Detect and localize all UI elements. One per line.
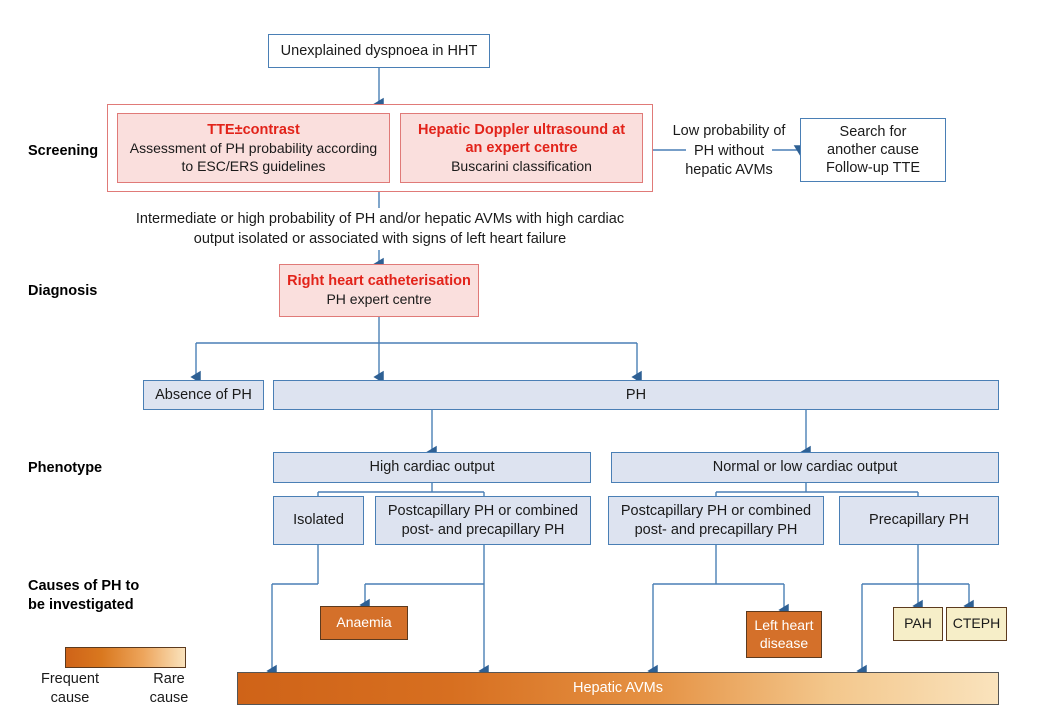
diagnosis-rhc-title: Right heart catheterisation (287, 273, 471, 290)
stage-label-causes: Causes of PH to be investigated (28, 578, 140, 613)
screening-tte-detail: Assessment of PH probability according t… (129, 139, 378, 175)
cause-left-heart-disease-label: Left heart disease (754, 617, 814, 651)
screening-doppler-box[interactable]: Hepatic Doppler ultrasound at an expert … (400, 113, 643, 183)
screening-doppler-detail: Buscarini classification (451, 158, 592, 175)
phenotype-sub-postcapillary-right-box[interactable]: Postcapillary PH or combined post- and p… (608, 496, 824, 545)
screening-doppler-title: Hepatic Doppler ultrasound at an expert … (417, 121, 626, 156)
cause-cteph-label: CTEPH (952, 615, 1001, 632)
phenotype-sub-postcapillary-right-label: Postcapillary PH or combined post- and p… (620, 503, 812, 538)
phenotype-normal-low-output-label: Normal or low cardiac output (712, 459, 898, 476)
phenotype-sub-precapillary-label: Precapillary PH (869, 512, 969, 529)
cause-pah-label: PAH (904, 615, 932, 632)
phenotype-sub-postcapillary-left-label: Postcapillary PH or combined post- and p… (387, 503, 579, 538)
phenotype-high-output-label: High cardiac output (369, 459, 495, 476)
cause-cteph-box[interactable]: CTEPH (946, 607, 1007, 641)
screening-tte-title: TTE±contrast (207, 121, 300, 138)
stage-label-screening: Screening (28, 143, 99, 159)
search-another-cause-line3: Follow-up TTE (825, 160, 920, 177)
search-another-cause-line2: another cause (827, 141, 919, 158)
phenotype-sub-postcapillary-left-box[interactable]: Postcapillary PH or combined post- and p… (375, 496, 591, 545)
cause-hepatic-avms-label: Hepatic AVMs (573, 680, 663, 697)
cause-anaemia-label: Anaemia (336, 614, 392, 631)
transition-text: Intermediate or high probability of PH a… (135, 211, 625, 247)
phenotype-sub-isolated-box[interactable]: Isolated (273, 496, 364, 545)
screening-tte-box[interactable]: TTE±contrast Assessment of PH probabilit… (117, 113, 390, 183)
legend-frequent-cause-label: Frequent cause (40, 671, 100, 706)
cause-anaemia-box[interactable]: Anaemia (320, 606, 408, 640)
cause-left-heart-disease-box[interactable]: Left heart disease (746, 611, 822, 658)
phenotype-high-cardiac-output-box[interactable]: High cardiac output (273, 452, 591, 483)
diagnosis-rhc-box[interactable]: Right heart catheterisation PH expert ce… (279, 264, 479, 317)
diagnosis-rhc-detail: PH expert centre (326, 291, 432, 308)
legend-rare-cause-label: Rare cause (149, 671, 189, 706)
entry-node-unexplained-dyspnoea[interactable]: Unexplained dyspnoea in HHT (268, 34, 490, 68)
phenotype-normal-low-cardiac-output-box[interactable]: Normal or low cardiac output (611, 452, 999, 483)
cause-pah-box[interactable]: PAH (893, 607, 943, 641)
stage-label-phenotype: Phenotype (28, 460, 103, 476)
outcome-ph-label: PH (625, 386, 647, 403)
search-another-cause-box[interactable]: Search for another cause Follow-up TTE (800, 118, 946, 182)
outcome-ph-box[interactable]: PH (273, 380, 999, 410)
cause-hepatic-avms-bar[interactable]: Hepatic AVMs (237, 672, 999, 705)
low-probability-text: Low probability of PH without hepatic AV… (672, 123, 786, 179)
outcome-absence-of-ph-box[interactable]: Absence of PH (143, 380, 264, 410)
legend-gradient-bar (65, 647, 186, 668)
phenotype-sub-precapillary-box[interactable]: Precapillary PH (839, 496, 999, 545)
outcome-absence-label: Absence of PH (155, 386, 252, 403)
stage-label-diagnosis: Diagnosis (28, 283, 98, 299)
entry-node-label: Unexplained dyspnoea in HHT (280, 42, 478, 59)
search-another-cause-line1: Search for (839, 123, 907, 140)
phenotype-sub-isolated-label: Isolated (293, 512, 344, 529)
